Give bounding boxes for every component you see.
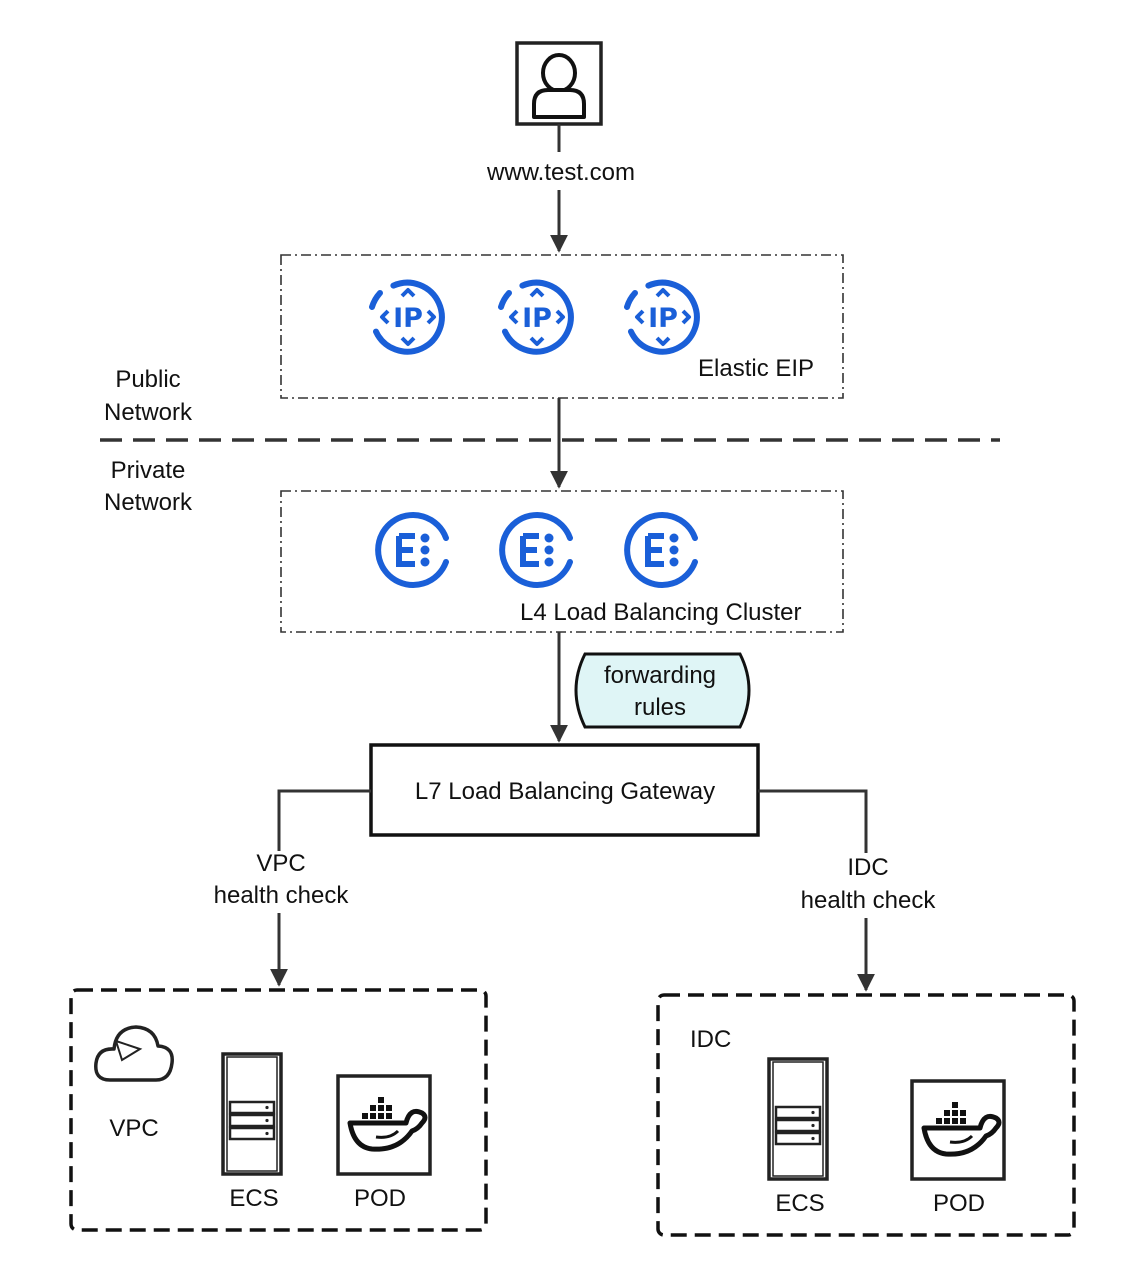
idc-pod-label: POD: [932, 1190, 986, 1217]
vpc-health-check-line1: VPC: [256, 850, 306, 877]
private-network-label-line1: Private: [110, 457, 186, 484]
idc-ecs-label: ECS: [775, 1190, 825, 1217]
vpc-health-check-line2: health check: [213, 882, 349, 909]
pod-container-icon: [338, 1076, 430, 1174]
branch-idc-line: [758, 789, 868, 853]
ecs-server-icon: [767, 1057, 829, 1181]
elastic-ip-icon: [501, 283, 571, 352]
cloud-icon: [94, 1025, 174, 1082]
vpc-pod-label: POD: [353, 1185, 407, 1212]
idc-health-check-line1: IDC: [847, 854, 889, 881]
load-balancer-icon: [378, 515, 446, 585]
l4-group-box: [280, 490, 844, 633]
idc-box: [656, 993, 1076, 1237]
public-network-label-line1: Public: [115, 366, 181, 393]
forwarding-rules-line2: rules: [633, 694, 687, 721]
load-balancer-icon: [502, 515, 570, 585]
user-url-label: www.test.com: [486, 159, 636, 186]
user-icon: [515, 41, 603, 126]
l4-group-label: L4 Load Balancing Cluster: [520, 599, 802, 626]
elastic-ip-icon: [372, 283, 442, 352]
load-balancer-icon: [627, 515, 695, 585]
vpc-box-title: VPC: [109, 1115, 159, 1142]
vpc-ecs-label: ECS: [229, 1185, 279, 1212]
eip-group-label: Elastic EIP: [698, 355, 815, 382]
pod-container-icon: [912, 1081, 1004, 1179]
idc-box-title: IDC: [690, 1026, 732, 1053]
branch-vpc-line: [277, 789, 371, 851]
ecs-server-icon: [221, 1052, 283, 1176]
eip-group-box: [280, 254, 844, 399]
forwarding-rules-line1: forwarding: [603, 662, 717, 689]
gateway-label: L7 Load Balancing Gateway: [414, 778, 716, 805]
forwarding-rules-shape: [574, 652, 751, 729]
public-network-label-line2: Network: [103, 399, 193, 426]
private-network-label-line2: Network: [103, 489, 193, 516]
idc-health-check-line2: health check: [800, 887, 936, 914]
elastic-ip-icon: [627, 283, 697, 352]
vpc-box: [69, 988, 488, 1232]
